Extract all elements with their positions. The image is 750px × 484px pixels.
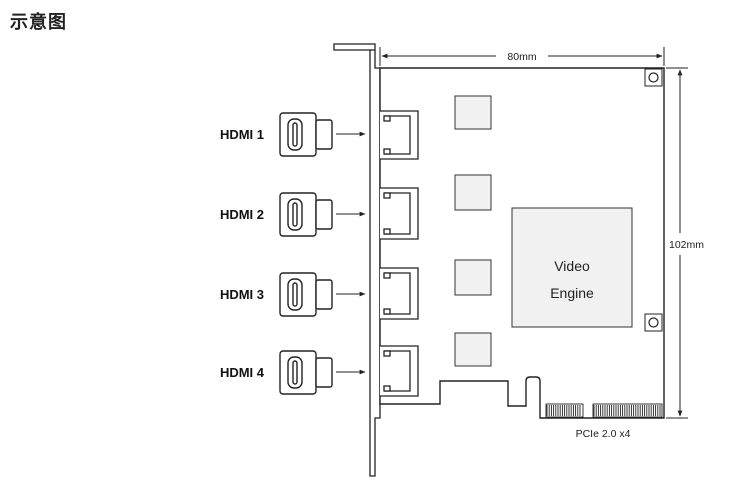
chip-4 — [454, 332, 492, 367]
height-dimension — [666, 67, 688, 419]
video-engine-chip — [511, 207, 633, 328]
chip-2 — [454, 174, 492, 211]
card-hdmi-connectors — [380, 110, 419, 397]
diagram-title: 示意图 — [10, 12, 67, 33]
hdmi-plug-1 — [279, 112, 333, 157]
hdmi-plugs — [279, 112, 333, 395]
video-engine-label-line2: Engine — [550, 285, 594, 301]
card-hdmi-connector-2 — [380, 187, 419, 240]
mount-hole-top — [644, 68, 663, 87]
hdmi-plug-2 — [279, 192, 333, 237]
gold-finger-block — [592, 403, 663, 418]
hdmi-3-label: HDMI 3 — [220, 287, 264, 302]
hdmi-1-label: HDMI 1 — [220, 127, 264, 142]
pcie-gold-fingers — [545, 403, 663, 418]
width-dimension-label: 80mm — [507, 51, 536, 63]
gold-finger-block — [545, 403, 584, 418]
mount-hole-bottom — [644, 313, 663, 332]
insertion-arrows — [336, 131, 366, 375]
pcie-connector-label: PCIe 2.0 x4 — [576, 428, 631, 440]
chip-1 — [454, 95, 492, 130]
card-hdmi-connector-3 — [380, 267, 419, 320]
mounting-bracket — [333, 43, 381, 477]
hdmi-plug-3 — [279, 272, 333, 317]
hdmi-4-label: HDMI 4 — [220, 365, 265, 380]
card-hdmi-connector-1 — [380, 110, 419, 160]
small-chips — [454, 95, 492, 367]
card-hdmi-connector-4 — [380, 345, 419, 397]
width-dimension — [379, 47, 665, 66]
height-dimension-label: 102mm — [669, 239, 704, 251]
hdmi-2-label: HDMI 2 — [220, 207, 264, 222]
video-engine-label-line1: Video — [554, 258, 590, 274]
chip-3 — [454, 259, 492, 296]
hdmi-plug-4 — [279, 350, 333, 395]
